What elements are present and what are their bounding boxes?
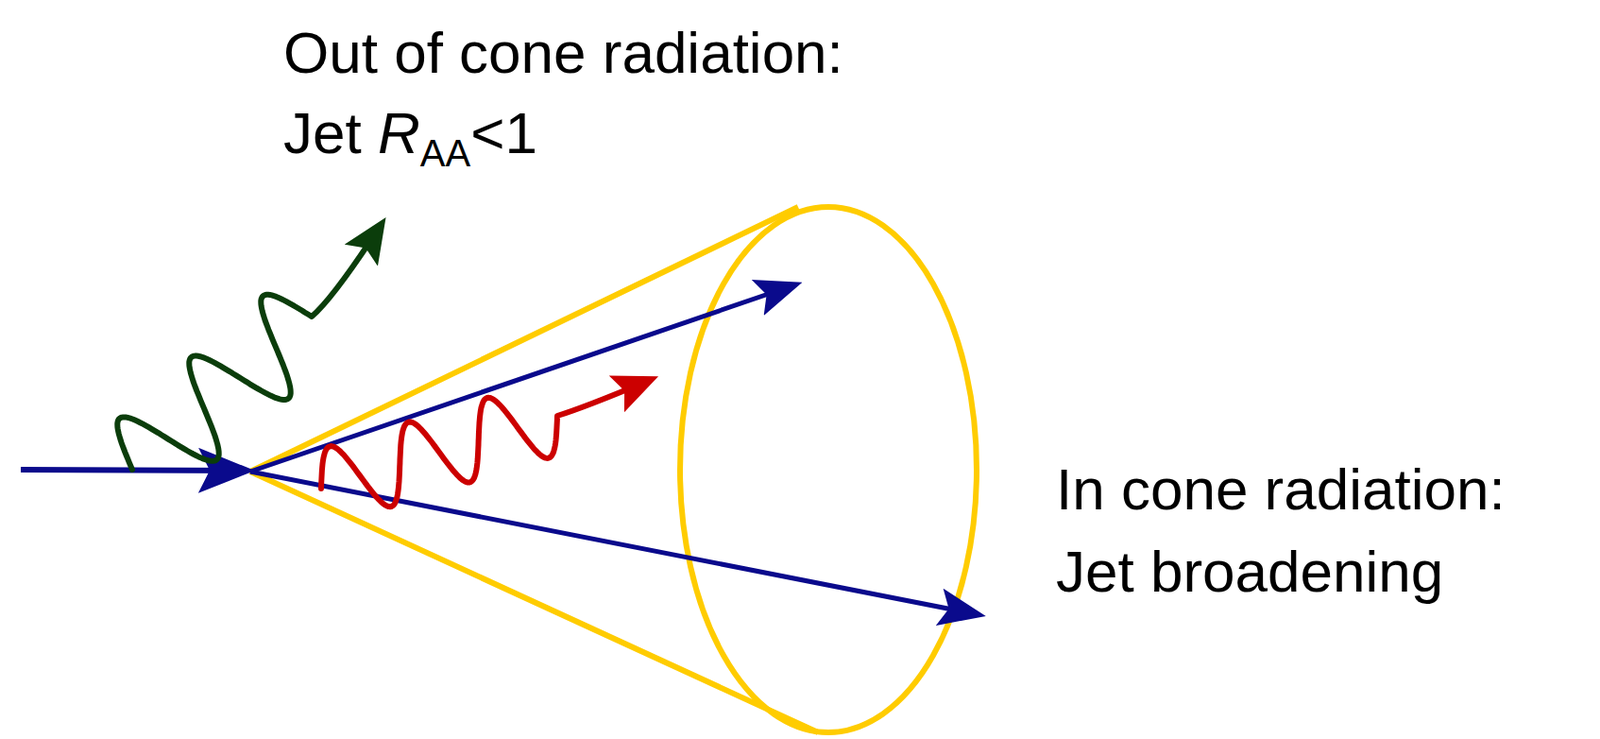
- jet-parton: [250, 471, 977, 614]
- cone-edge: [250, 471, 818, 732]
- symbol-text: R: [377, 100, 421, 166]
- caption-text: <1: [470, 100, 538, 166]
- caption-text: Out of cone radiation:: [283, 18, 844, 86]
- out-of-cone-gluon: [117, 226, 380, 470]
- caption-text: In cone radiation:: [1055, 455, 1506, 523]
- caption-row: JetRAA<1: [283, 99, 538, 167]
- caption-text: Jet broadening: [1055, 537, 1444, 605]
- in-cone-gluon: [321, 380, 648, 507]
- caption-text: Jet: [283, 100, 362, 166]
- subscript-text: AA: [420, 132, 471, 174]
- cone-opening: [680, 206, 977, 732]
